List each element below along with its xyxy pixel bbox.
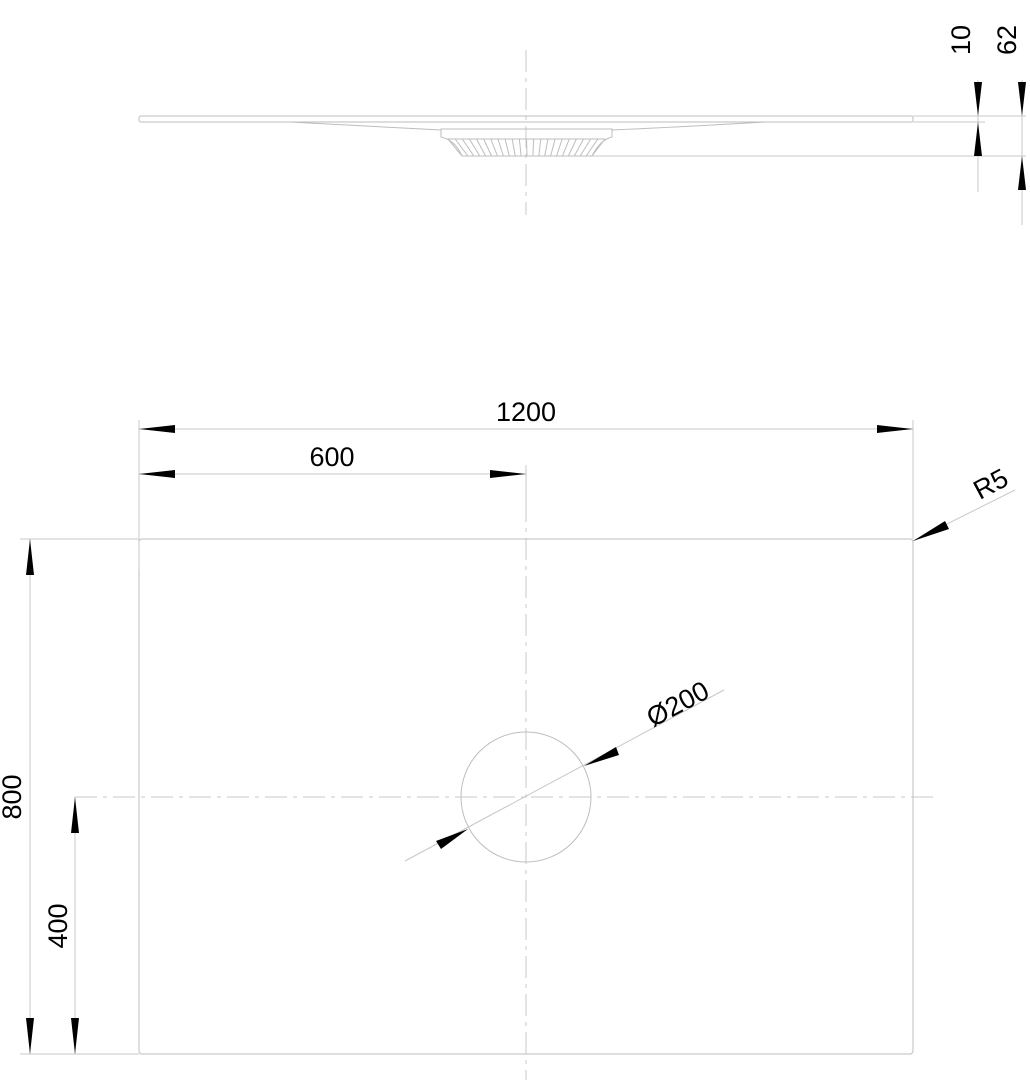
top-view: 1200 600 800 400 R5 Ø200 [0,397,1016,1055]
plate-taper [289,121,766,131]
drain-rib [556,138,563,157]
plate-outline [138,538,914,1055]
drain-rib [526,138,528,157]
arrow-icon [974,122,982,156]
arrow-icon [26,539,34,575]
arrow-icon [1018,156,1026,190]
dimension-label-hole-diameter: Ø200 [642,675,714,733]
drain-rib [476,138,487,157]
drain-rib [573,138,585,157]
dimension-label-half-width: 600 [309,442,354,472]
drain-rib [550,138,556,157]
drain-rib [490,138,498,157]
drain-rib [454,138,469,157]
arrow-icon [877,425,913,433]
arrow-icon [490,470,526,478]
arrow-icon [584,747,619,766]
drain-rib [532,138,535,157]
arrow-icon [139,425,175,433]
drain-rib [585,138,599,157]
side-view: 10 62 [138,25,1026,225]
arrow-icon [71,797,79,833]
drain-rib [511,138,516,157]
drain-rib [468,138,481,157]
arrow-icon [139,470,175,478]
dimension-label-corner-radius: R5 [968,463,1013,506]
drain-rib [561,138,570,157]
arrow-icon [71,1018,79,1054]
drain-ribs [447,138,606,157]
dimension-label-half-height: 400 [43,903,73,948]
drain-rib [504,138,510,157]
dimension-label-total-height: 62 [992,25,1022,55]
drain-rib [461,138,475,157]
dimension-label-height: 800 [0,774,27,819]
diameter-leader [404,689,725,862]
dimension-label-thickness: 10 [946,25,976,55]
drain-rib [579,138,592,157]
drain-rib [591,138,606,157]
plate-profile [138,115,914,123]
drain-rib [497,138,504,157]
arrow-icon [974,82,982,116]
drain-rib [538,138,542,157]
drain-rib [544,138,549,157]
arrow-icon [26,1018,34,1054]
drain-rib [518,138,522,157]
dimension-label-width: 1200 [496,397,556,427]
drain-rib [567,138,577,157]
drain-rib [447,138,463,157]
arrow-icon [1018,82,1026,116]
drain-hole [460,731,592,863]
arrow-icon [913,521,949,541]
drain-rib [483,138,492,157]
arrow-icon [436,829,468,849]
